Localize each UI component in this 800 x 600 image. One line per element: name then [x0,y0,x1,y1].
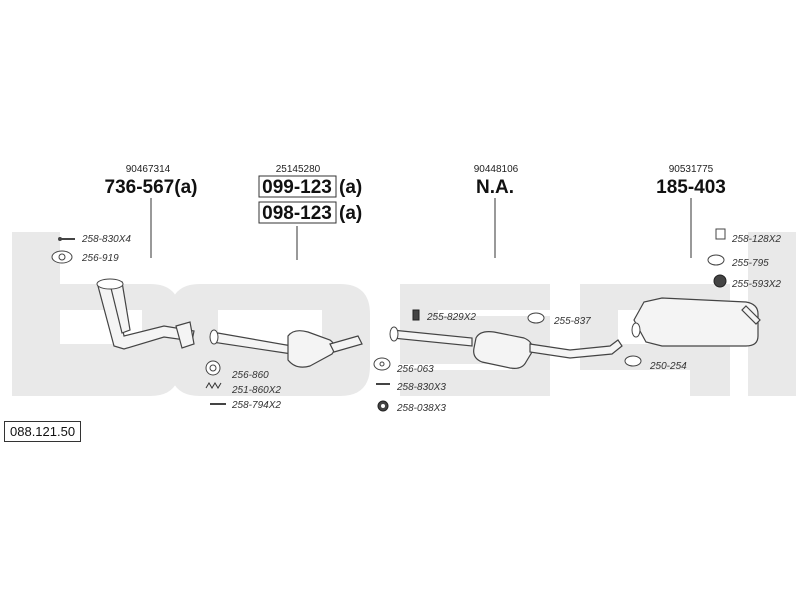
diagram-code-label: 088.121.50 [4,421,82,442]
flange-gasket-icon [373,357,391,371]
clamp-icon [624,355,642,367]
assembly-part-1: 736-567(a) [105,177,198,198]
front-pipe-illustration [96,278,195,350]
fitting-label: 251-860X2 [231,385,281,396]
fitting-label: 256-919 [81,253,119,264]
rubber-ring-icon [713,274,727,288]
rubber-hanger-icon [412,309,420,321]
nut-icon [377,400,389,412]
fitting-label: 256-063 [396,364,434,375]
fitting-label: 255-795 [731,258,769,269]
assembly-part-4: 185-403 [656,177,726,198]
fitting-label: 258-038X3 [396,403,446,414]
fitting-label: 258-794X2 [231,400,281,411]
catalytic-converter-illustration [209,329,363,368]
rubber-hanger-icon [527,312,545,324]
flange-gasket-icon [51,250,73,264]
assembly-suffix-2b: (a) [339,203,362,224]
bracket-icon [715,228,726,240]
fitting-label: 258-830X4 [81,234,131,245]
fitting-label: 250-254 [649,361,687,372]
assembly-ref-3: 90448106 [474,164,519,175]
fitting-label: 255-593X2 [731,279,781,290]
fitting-label: 255-829X2 [426,312,476,323]
fitting-label: 258-830X3 [396,382,446,393]
assembly-part-3: N.A. [476,177,514,198]
part-box-1 [258,175,337,198]
assembly-ref-2: 25145280 [276,164,321,175]
assembly-part-2b: 098-123 [262,203,332,224]
assembly-part-2a: 099-123 [262,177,332,198]
spring-icon [205,382,222,389]
bolt-icon [58,237,75,241]
fitting-label: 255-837 [553,316,591,327]
centre-silencer-illustration [389,326,623,369]
rubber-hanger-icon [707,254,725,266]
ring-gasket-icon [205,360,221,376]
rear-silencer-illustration [631,297,761,347]
assembly-ref-1: 90467314 [126,164,171,175]
fitting-label: 256-860 [231,370,269,381]
part-box-2 [258,201,337,224]
assembly-ref-4: 90531775 [669,164,714,175]
fitting-label: 258-128X2 [731,234,781,245]
assembly-suffix-2a: (a) [339,177,362,198]
